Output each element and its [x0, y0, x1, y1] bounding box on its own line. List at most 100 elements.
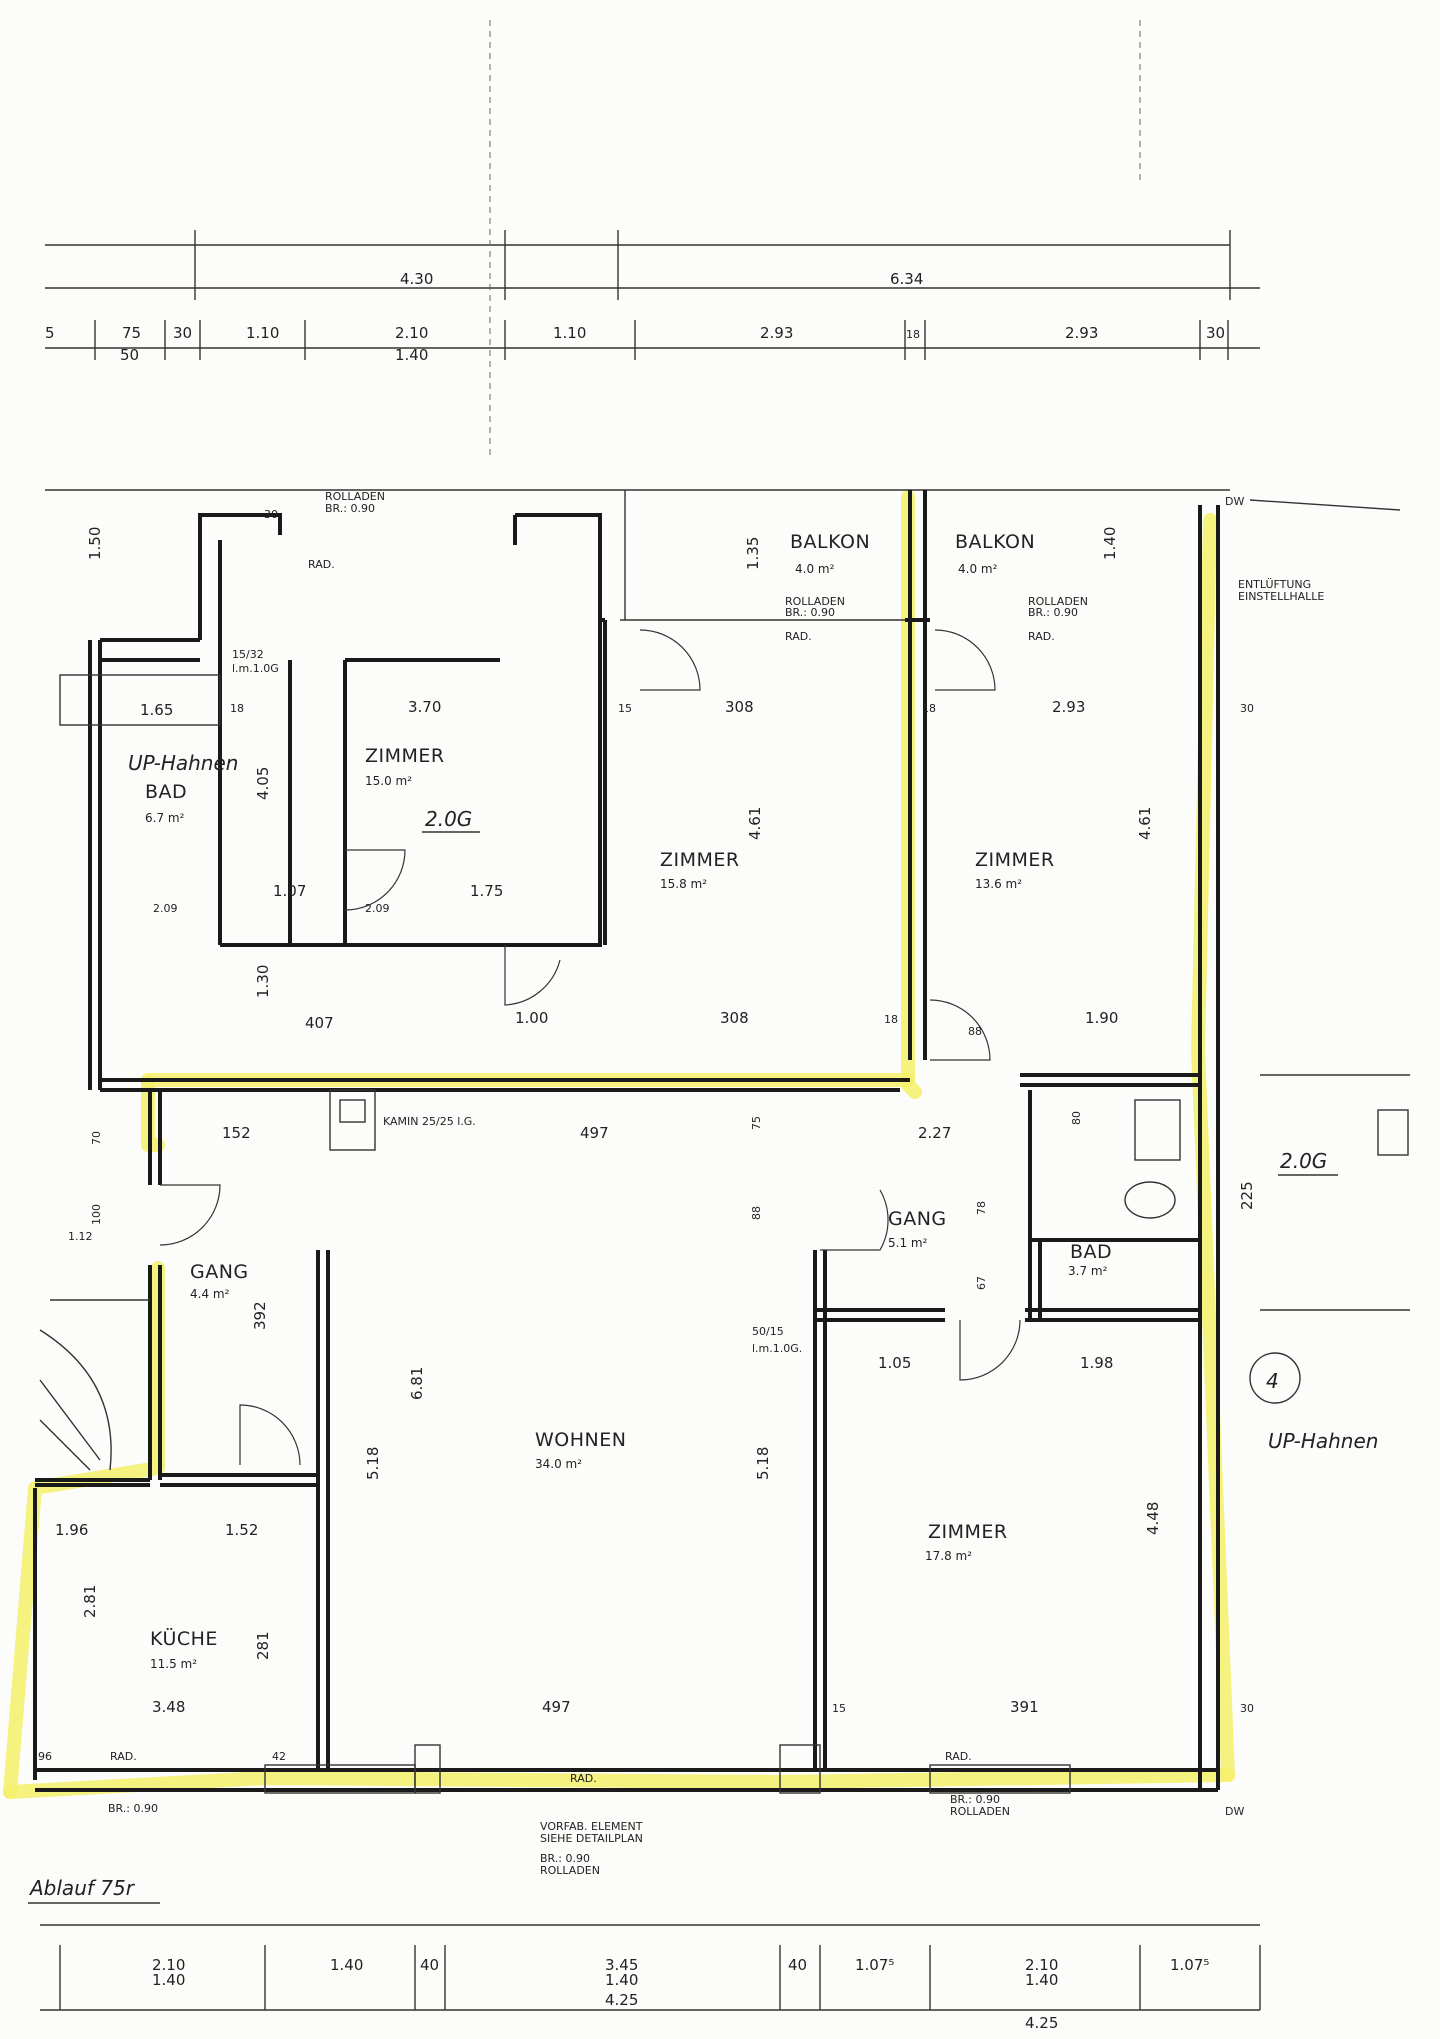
dim-overall-1: 4.30: [400, 270, 433, 288]
dim-bottom-sub-3: 1.40: [1025, 1971, 1058, 1989]
dim-42: 42: [272, 1750, 286, 1763]
dim-152-b: 1.52: [225, 1521, 258, 1539]
dim-88-b: 88: [750, 1206, 763, 1220]
room-area-gang-center: 5.1 m²: [888, 1236, 928, 1250]
dim-140-r: 1.40: [1101, 527, 1119, 560]
dim-bottom-2: 40: [420, 1956, 439, 1974]
dim-392: 392: [251, 1301, 269, 1330]
note-rad-kueche: RAD.: [110, 1750, 137, 1763]
dim-227: 2.27: [918, 1124, 951, 1142]
room-name-bad-top: BAD: [145, 781, 187, 803]
room-name-balkon-right: BALKON: [955, 531, 1035, 553]
dim-405: 4.05: [254, 767, 272, 800]
dim-209-a: 2.09: [153, 902, 178, 915]
dim-bottom-0: 2.10: [152, 1956, 185, 1974]
dim-190: 1.90: [1085, 1009, 1118, 1027]
dim-top-0: 5: [45, 324, 55, 342]
dim-130: 1.30: [254, 965, 272, 998]
room-area-kueche: 11.5 m²: [150, 1657, 197, 1671]
dim-top-1: 75: [122, 324, 141, 342]
room-area-zimmer-small: 15.0 m²: [365, 774, 412, 788]
dim-bottom-6: 2.10: [1025, 1956, 1058, 1974]
dim-top-9: 30: [1206, 324, 1225, 342]
dim-348: 3.48: [152, 1698, 185, 1716]
room-area-zimmer-bottom: 17.8 m²: [925, 1549, 972, 1563]
note-entlueftung-2: EINSTELLHALLE: [1238, 590, 1324, 603]
note-rad-balkon: RAD.: [785, 630, 812, 643]
room-name-zimmer-center: ZIMMER: [660, 849, 740, 871]
dim-75: 75: [750, 1116, 763, 1130]
room-area-balkon-left: 4.0 m²: [795, 562, 835, 576]
dim-top-7: 18: [906, 328, 920, 341]
dim-448: 4.48: [1144, 1502, 1162, 1535]
dim-overall-2: 6.34: [890, 270, 923, 288]
dim-112: 1.12: [68, 1230, 93, 1243]
room-name-kueche: KÜCHE: [150, 1627, 218, 1650]
dim-281-b: 281: [254, 1631, 272, 1660]
note-rolladen-balkon2: ROLLADEN: [1028, 595, 1088, 608]
room-area-zimmer-right: 13.6 m²: [975, 877, 1022, 891]
note-rolladen-bottom: ROLLADEN: [950, 1805, 1010, 1818]
note-rolladen-top: ROLLADEN: [325, 490, 385, 503]
plan-notes: ROLLADEN BR.: 0.90 ROLLADEN BR.: 0.90 RO…: [28, 490, 1378, 1904]
top-dimension-chain: 4.30 6.34 5 75 30 1.10 2.10 1.10 2.93 18…: [45, 20, 1260, 460]
dim-70: 70: [90, 1131, 103, 1145]
room-name-zimmer-right: ZIMMER: [975, 849, 1055, 871]
note-up-hahnen-2: UP-Hahnen: [1268, 1429, 1378, 1453]
dim-30-b: 30: [1240, 1702, 1254, 1715]
note-vorfab-1: VORFAB. ELEMENT: [540, 1820, 643, 1833]
note-dw-bottom: DW: [1225, 1805, 1244, 1818]
room-name-wohnen: WOHNEN: [535, 1429, 626, 1451]
walls: [33, 490, 1410, 1794]
note-up-hahnen-1: UP-Hahnen: [128, 751, 238, 775]
dim-top-5: 1.10: [553, 324, 586, 342]
dim-top-3: 1.10: [246, 324, 279, 342]
note-entlueftung-1: ENTLÜFTUNG: [1238, 578, 1311, 591]
note-niche-4: l.m.1.0G.: [752, 1342, 802, 1355]
note-vorfab-2: SIEHE DETAILPLAN: [540, 1832, 643, 1845]
room-area-zimmer-center: 15.8 m²: [660, 877, 707, 891]
dim-top-6: 2.93: [760, 324, 793, 342]
note-ablauf: Ablauf 75r: [28, 1876, 136, 1900]
dim-18-a: 18: [230, 702, 244, 715]
note-dw-top: DW: [1225, 495, 1244, 508]
dim-top-4: 2.10: [395, 324, 428, 342]
dim-bottom-overall-2: 4.25: [1025, 2014, 1058, 2032]
note-vorfab-rolladen: ROLLADEN: [540, 1864, 600, 1877]
dim-bottom-7: 1.07⁵: [1170, 1956, 1209, 1974]
dim-bottom-5: 1.07⁵: [855, 1956, 894, 1974]
note-kamin: KAMIN 25/25 l.G.: [383, 1115, 476, 1128]
dim-370: 3.70: [408, 698, 441, 716]
room-area-gang-left: 4.4 m²: [190, 1287, 230, 1301]
dim-18-b: 18: [922, 702, 936, 715]
note-rad-balkon2: RAD.: [1028, 630, 1055, 643]
note-unit-number: 4: [1266, 1369, 1279, 1393]
note-rad-bottom: RAD.: [570, 1772, 597, 1785]
dim-518-b: 5.18: [754, 1447, 772, 1480]
dim-bottom-4: 40: [788, 1956, 807, 1974]
dim-518-a: 5.18: [364, 1447, 382, 1480]
note-vorfab-br: BR.: 0.90: [540, 1852, 590, 1865]
inner-dimensions: 1.50 1.35 1.40 1.65 3.70 308 2.93 4.05 4…: [38, 508, 1256, 1763]
note-niche-1: 15/32: [232, 648, 264, 661]
dim-107: 1.07: [273, 882, 306, 900]
dim-30-a: 30: [1240, 702, 1254, 715]
dim-497-a: 497: [580, 1124, 609, 1142]
dim-135: 1.35: [744, 537, 762, 570]
dim-150: 1.50: [86, 527, 104, 560]
dim-18-c: 18: [884, 1013, 898, 1026]
dim-100: 1.00: [515, 1009, 548, 1027]
dim-top-sub-140: 1.40: [395, 346, 428, 364]
dim-15-a: 15: [618, 702, 632, 715]
room-area-bad-top: 6.7 m²: [145, 811, 185, 825]
dim-293: 2.93: [1052, 698, 1085, 716]
dim-bottom-1: 1.40: [330, 1956, 363, 1974]
note-level-top: 2.0G: [425, 807, 472, 831]
dim-bottom-sub-2: 1.40: [605, 1971, 638, 1989]
dim-top-8: 2.93: [1065, 324, 1098, 342]
dim-bottom-sub-1: 1.40: [152, 1971, 185, 1989]
note-rolladen-balkon2-br: BR.: 0.90: [1028, 606, 1078, 619]
dim-top-sub-50: 50: [120, 346, 139, 364]
note-rolladen-top-br: BR.: 0.90: [325, 502, 375, 515]
